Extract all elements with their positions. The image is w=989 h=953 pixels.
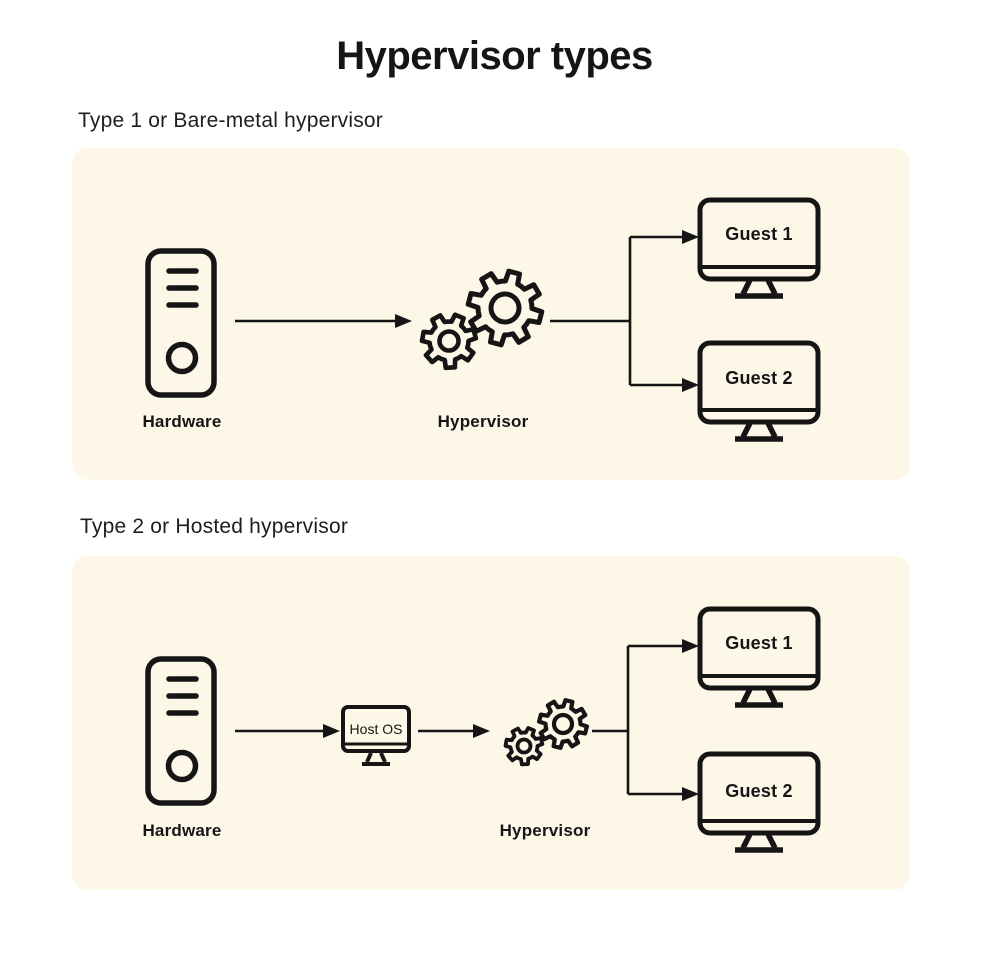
hardware-label: Hardware <box>142 412 221 431</box>
guest1-label: Guest 1 <box>725 633 792 653</box>
gears-icon <box>419 268 545 371</box>
page-title: Hypervisor types <box>336 34 653 78</box>
type1-diagram: Hardware Hypervisor <box>142 197 821 442</box>
guest2-monitor-icon <box>697 751 821 853</box>
branch-connector <box>550 230 699 392</box>
guest2-monitor-icon <box>697 340 821 442</box>
server-tower-icon <box>145 248 217 398</box>
gears-icon <box>503 698 590 767</box>
hostos-label: Host OS <box>350 721 403 737</box>
guest2-label: Guest 2 <box>725 368 792 388</box>
type2-diagram: Hardware Host OS <box>142 606 821 853</box>
hardware-label: Hardware <box>142 821 221 840</box>
guest1-monitor-icon <box>697 197 821 299</box>
arrow-hardware-to-hypervisor <box>235 314 412 328</box>
type1-panel: Hardware Hypervisor <box>72 148 910 480</box>
guest1-monitor-icon <box>697 606 821 708</box>
arrow-hardware-to-hostos <box>235 724 340 738</box>
section-1-label: Type 1 or Bare-metal hypervisor <box>78 109 383 132</box>
guest2-label: Guest 2 <box>725 781 792 801</box>
server-tower-icon <box>145 656 217 806</box>
branch-connector <box>592 639 699 801</box>
arrow-hostos-to-hypervisor <box>418 724 490 738</box>
hypervisor-label: Hypervisor <box>438 412 529 431</box>
guest1-label: Guest 1 <box>725 224 792 244</box>
hostos-monitor-icon <box>341 705 411 766</box>
section-2-label: Type 2 or Hosted hypervisor <box>80 515 349 538</box>
type2-panel: Hardware Host OS <box>72 556 910 890</box>
hypervisor-label: Hypervisor <box>500 821 591 840</box>
